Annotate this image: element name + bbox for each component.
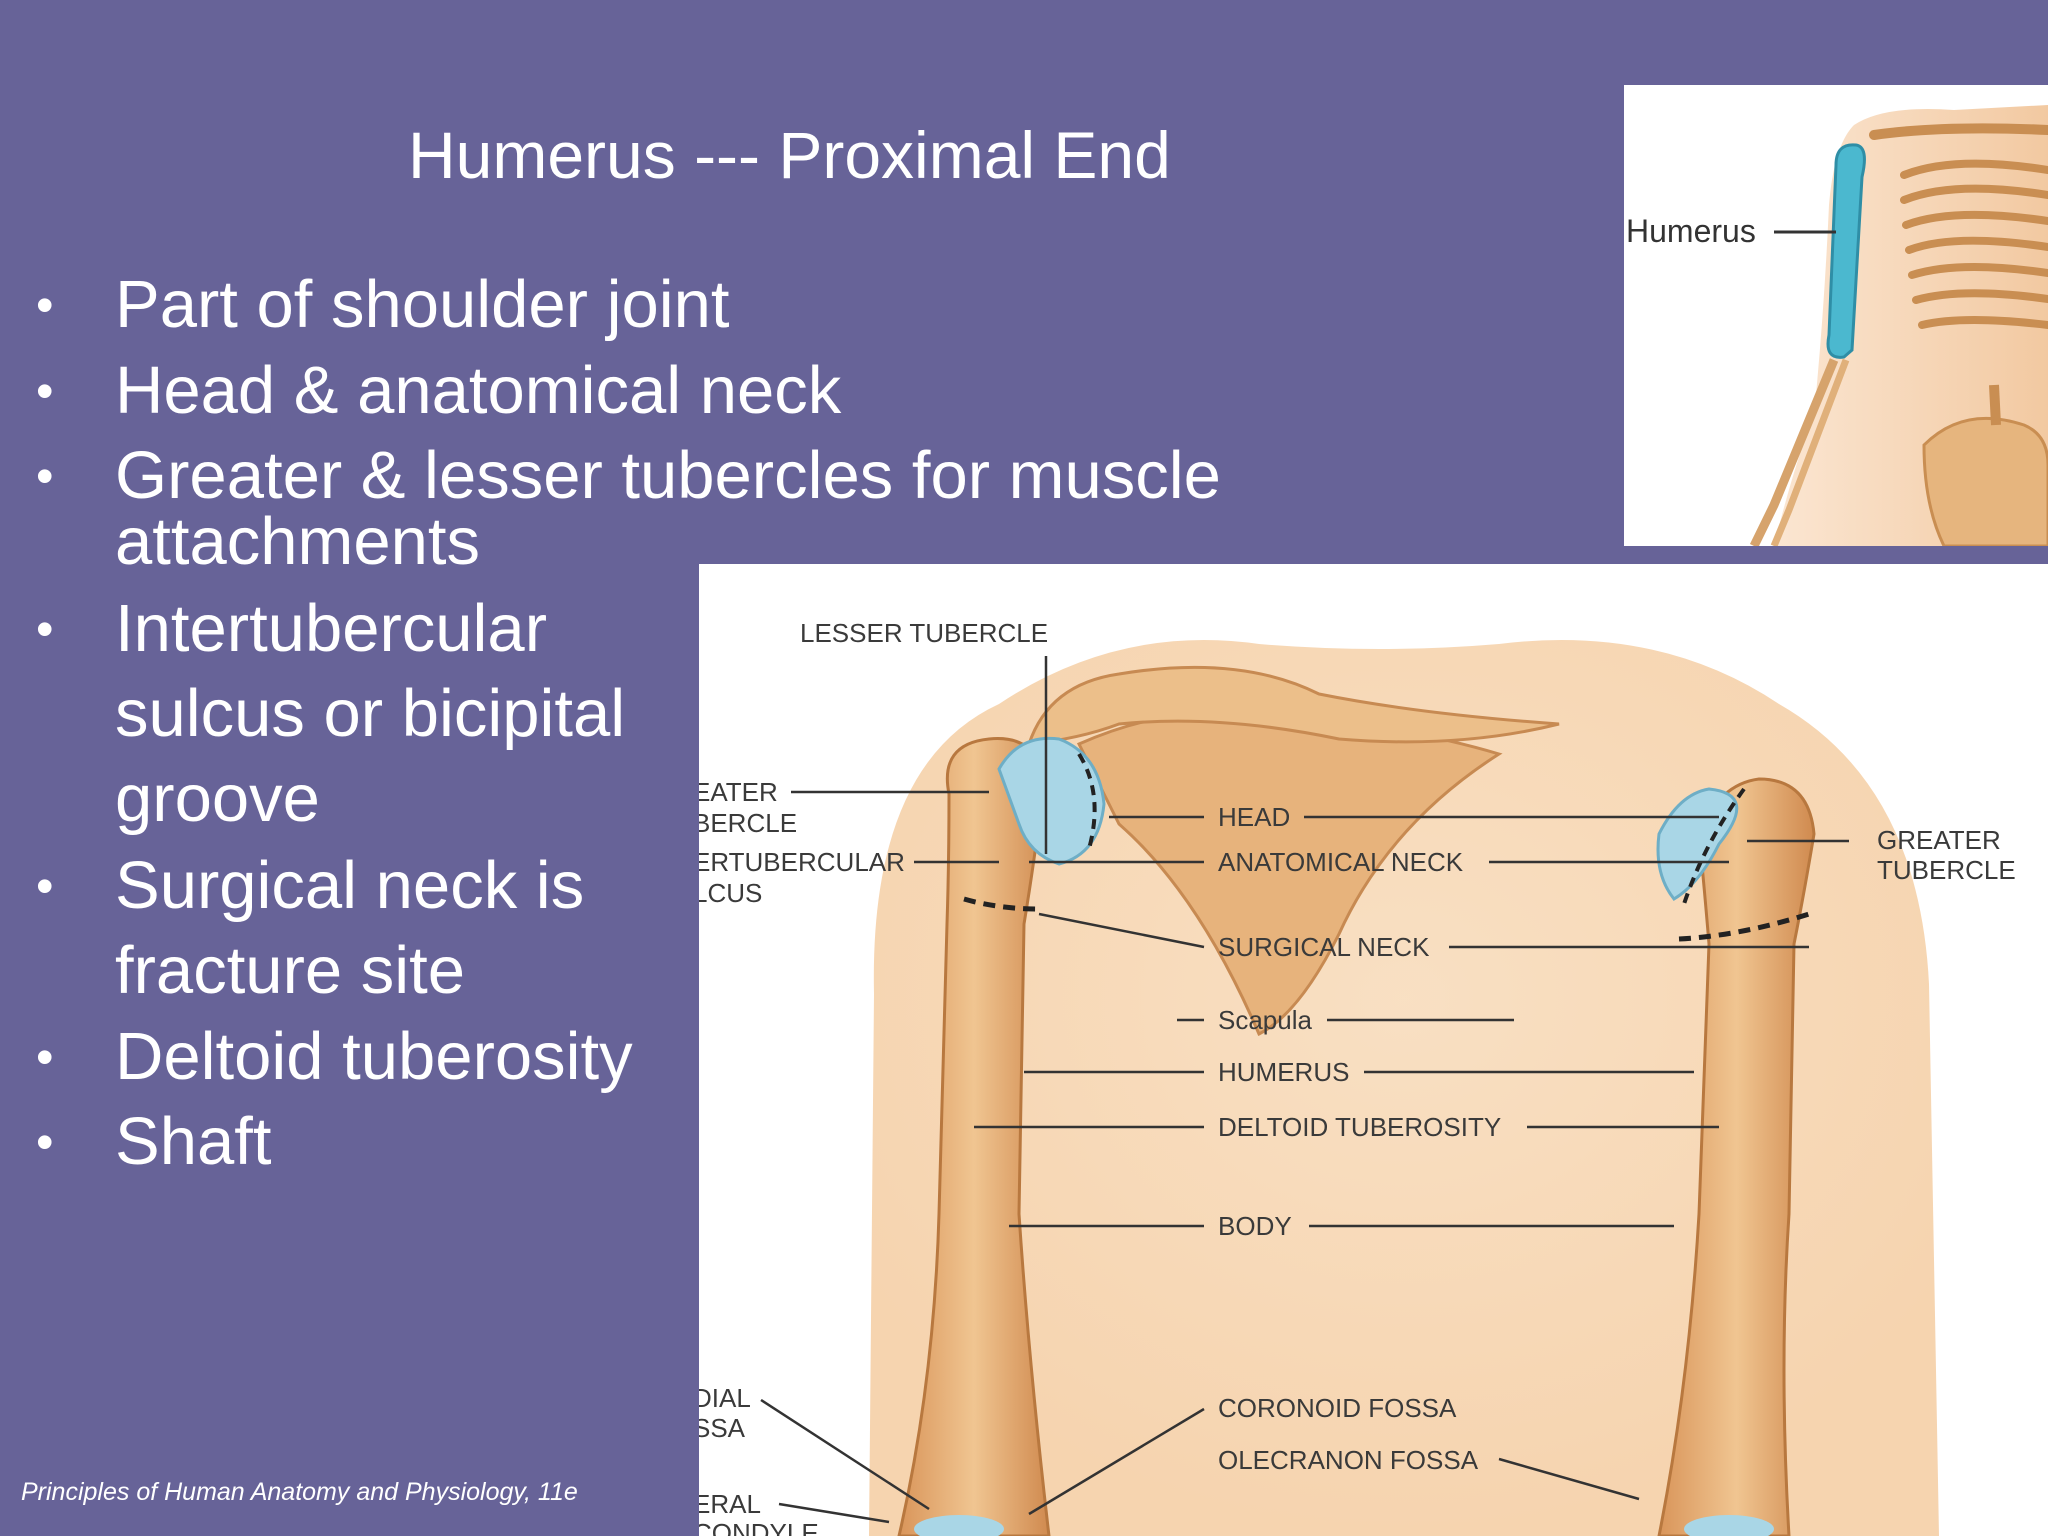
slide-title: Humerus --- Proximal End	[408, 118, 1171, 192]
label-greater-tubercle-right: GREATER	[1877, 825, 2001, 855]
bullet-text: Surgical neck is	[115, 848, 585, 923]
label-greater-tubercle-left-2: BERCLE	[699, 808, 797, 838]
label-intertubercular: ERTUBERCULAR	[699, 847, 905, 877]
bullet-text: groove	[115, 761, 320, 836]
label-scapula: Scapula	[1218, 1005, 1312, 1035]
footer-citation: Principles of Human Anatomy and Physiolo…	[21, 1478, 578, 1506]
bullet-text: attachments	[115, 504, 480, 579]
label-surgical-neck: SURGICAL NECK	[1218, 932, 1430, 962]
skeleton-illustration: Humerus	[1624, 85, 2048, 546]
label-olecranon-fossa: OLECRANON FOSSA	[1218, 1445, 1479, 1475]
bullet-dot: •	[36, 448, 54, 504]
humerus-anatomy-diagram: LESSER TUBERCLE EATER BERCLE ERTUBERCULA…	[699, 564, 2048, 1536]
label-deltoid-tuberosity: DELTOID TUBEROSITY	[1218, 1112, 1501, 1142]
bullet-dot: •	[36, 601, 54, 657]
humerus-highlight	[1826, 143, 1866, 359]
label-radial-fossa: DIAL	[699, 1383, 751, 1413]
bullet-text: sulcus or bicipital	[115, 676, 626, 751]
label-coronoid-fossa: CORONOID FOSSA	[1218, 1393, 1457, 1423]
label-body: BODY	[1218, 1211, 1292, 1241]
bullet-dot: •	[36, 1114, 54, 1170]
bullet-text: Deltoid tuberosity	[115, 1019, 633, 1094]
label-anatomical-neck: ANATOMICAL NECK	[1218, 847, 1464, 877]
leader-lines	[760, 656, 1849, 1524]
label-head: HEAD	[1218, 802, 1290, 832]
label-greater-tubercle-left: EATER	[699, 777, 778, 807]
bullet-dot: •	[36, 277, 54, 333]
bullet-text: Shaft	[115, 1104, 272, 1179]
bullet-text: Greater & lesser tubercles for muscle	[115, 438, 1221, 513]
label-lateral-epicondyle: ERAL	[699, 1489, 761, 1519]
humerus-label: Humerus	[1626, 213, 1756, 249]
label-greater-tubercle-right-2: TUBERCLE	[1877, 855, 2016, 885]
bullet-text: Head & anatomical neck	[115, 353, 842, 428]
bullet-dot: •	[36, 1029, 54, 1085]
bullet-text: fracture site	[115, 933, 466, 1008]
label-radial-fossa-2: SSA	[699, 1413, 746, 1443]
skeleton-image: Humerus	[1624, 85, 2048, 546]
label-lateral-epicondyle-2: CONDYLE	[699, 1518, 819, 1536]
label-humerus: HUMERUS	[1218, 1057, 1349, 1087]
anatomy-illustration: LESSER TUBERCLE EATER BERCLE ERTUBERCULA…	[699, 564, 2048, 1536]
bullet-text: Intertubercular	[115, 591, 547, 666]
bullet-dot: •	[36, 363, 54, 419]
label-intertubercular-2: LCUS	[699, 878, 762, 908]
bullet-dot: •	[36, 858, 54, 914]
label-lesser-tubercle: LESSER TUBERCLE	[800, 618, 1048, 648]
bullet-text: Part of shoulder joint	[115, 267, 730, 342]
